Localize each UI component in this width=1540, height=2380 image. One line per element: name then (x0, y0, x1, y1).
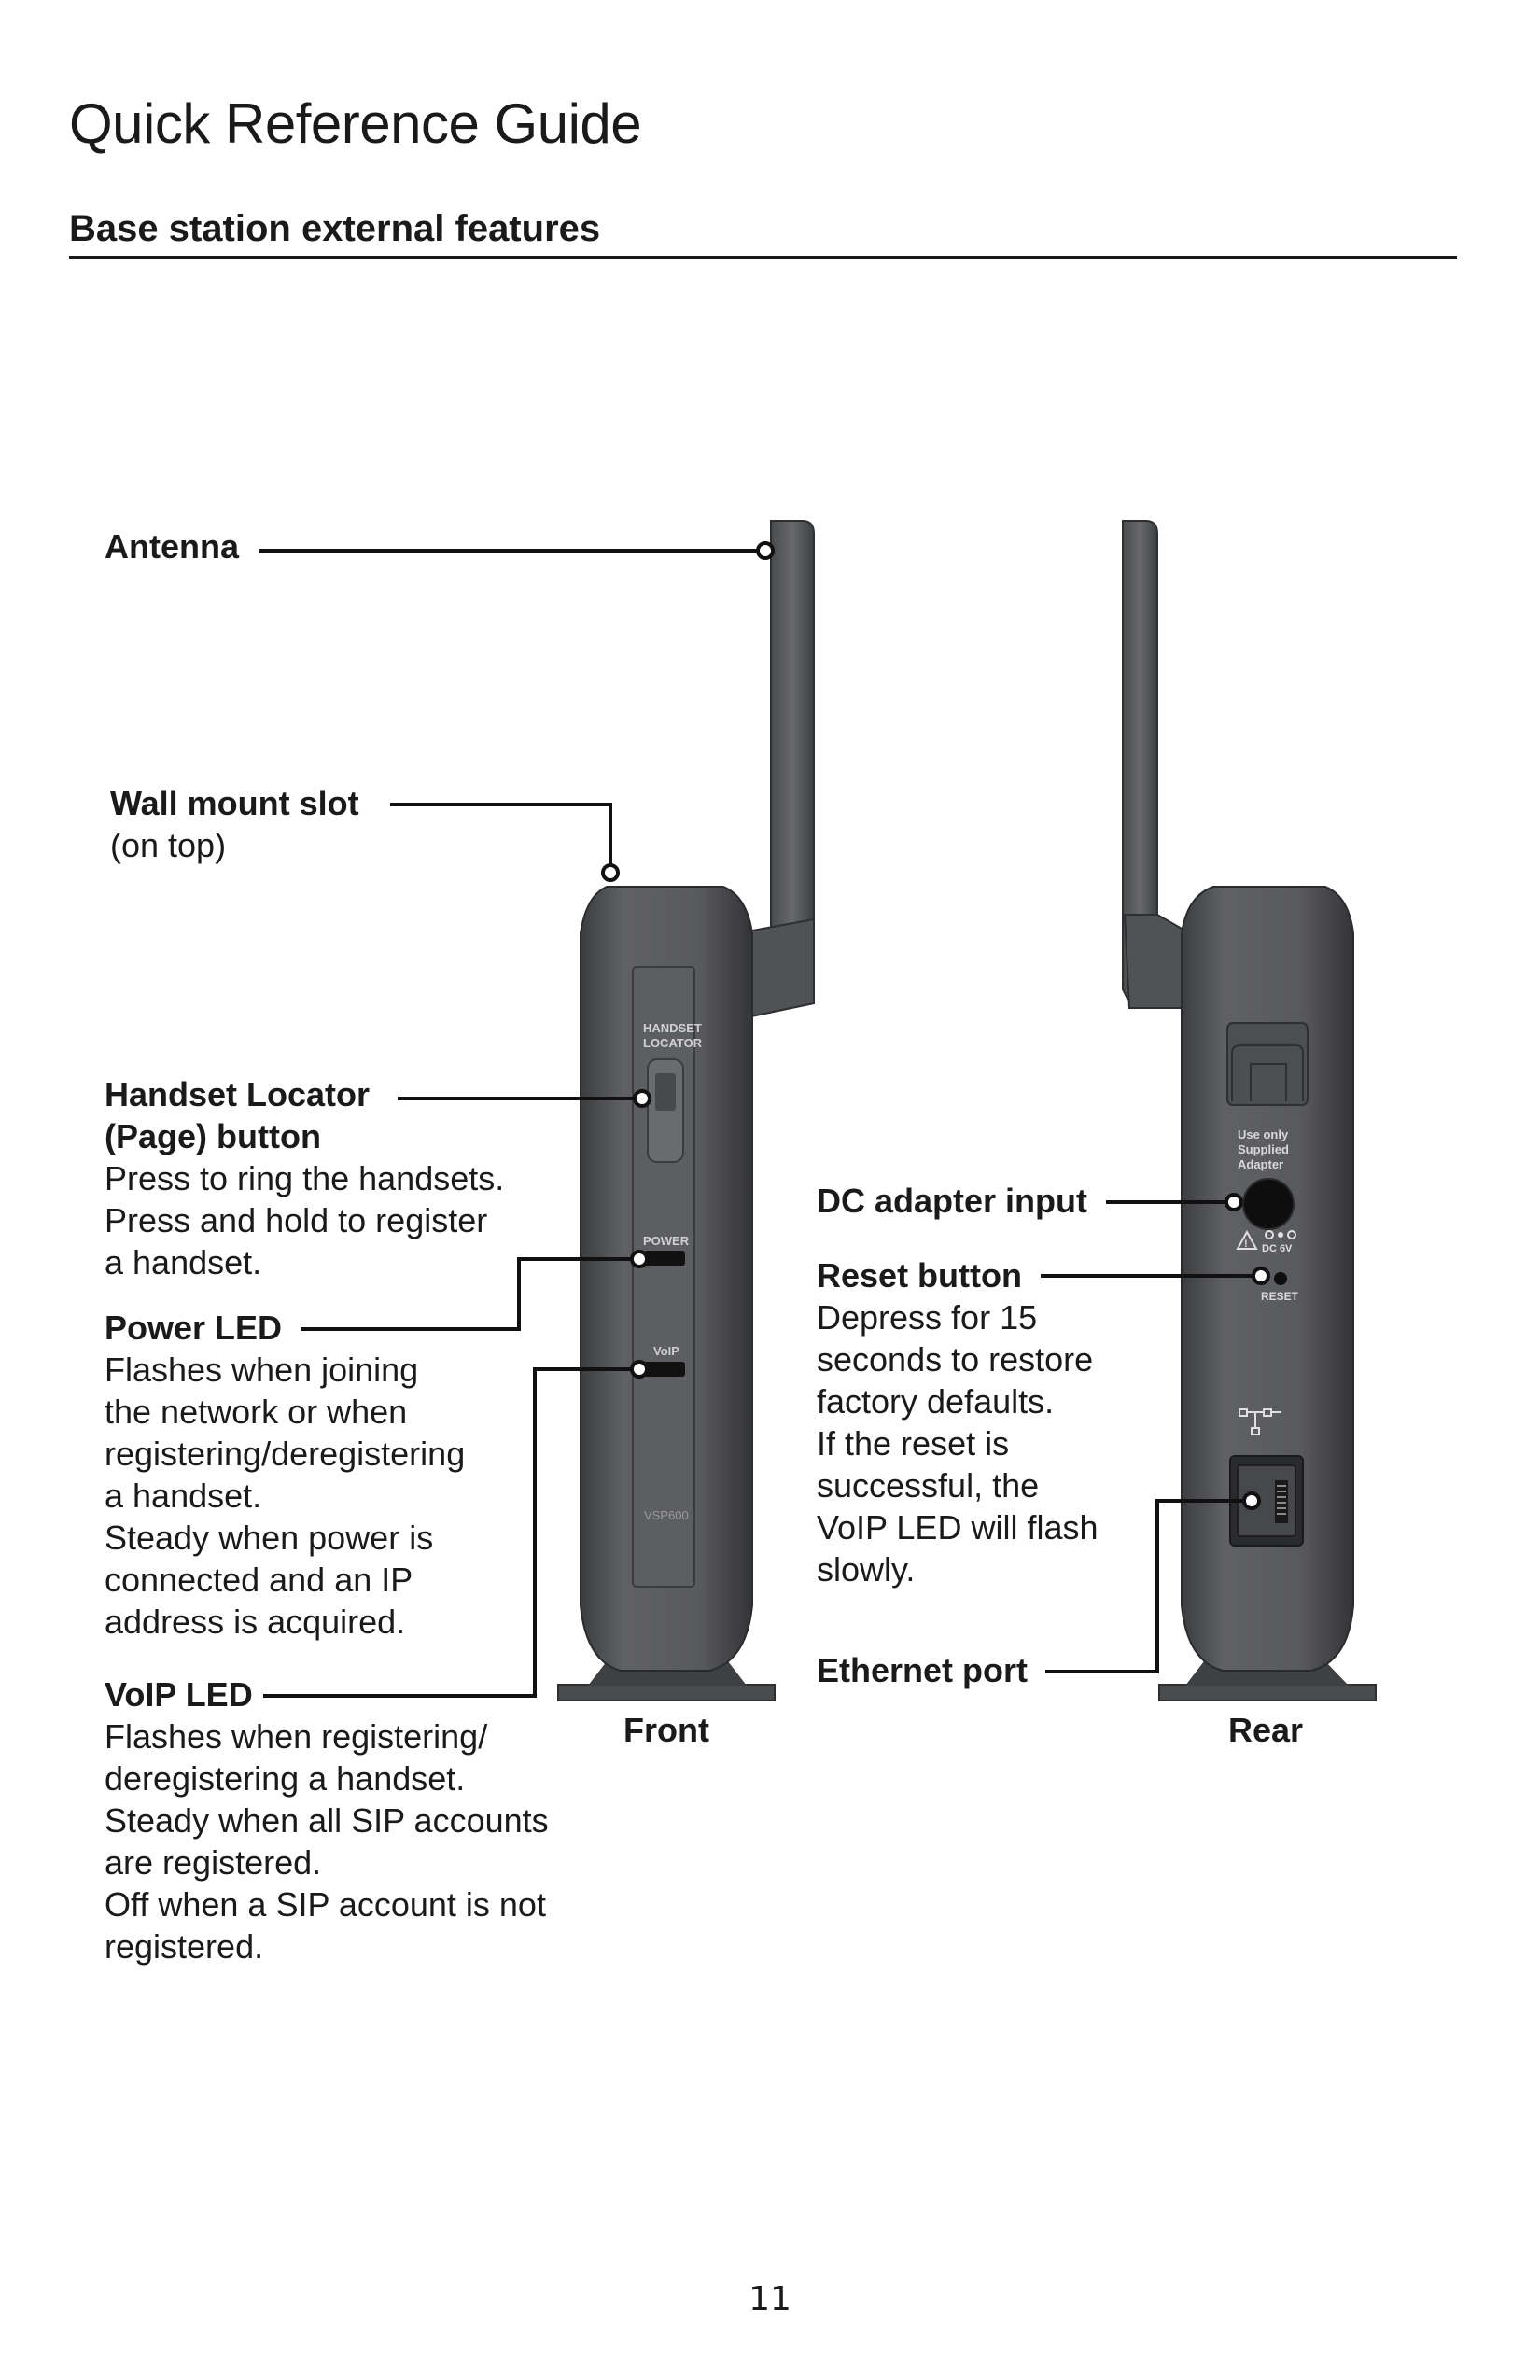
rear-view: Use only Supplied Adapter ! DC 6V RESET (1122, 520, 1377, 1701)
section-divider (69, 256, 1457, 259)
svg-text:!: ! (1244, 1239, 1248, 1250)
front-caption: Front (623, 1711, 709, 1749)
voip-led-description: Flashes when registering/ deregistering … (105, 1717, 549, 1966)
model-text: VSP600 (644, 1508, 689, 1522)
voip-led-callout (263, 1367, 632, 1698)
ethernet-port-label: Ethernet port (817, 1651, 1029, 1689)
reset-button-description: Depress for 15 seconds to restore factor… (817, 1298, 1099, 1589)
adapter-note-2: Supplied (1238, 1142, 1289, 1156)
reset-hole (1274, 1272, 1287, 1285)
voip-led (644, 1362, 685, 1377)
adapter-note-1: Use only (1238, 1127, 1289, 1141)
handset-locator-text-2: LOCATOR (643, 1036, 703, 1050)
section-heading: Base station external features (69, 208, 601, 249)
dc-rating-text: DC 6V (1262, 1243, 1293, 1254)
rear-stand (1158, 1684, 1377, 1701)
polarity-icon (1265, 1230, 1274, 1239)
power-led-callout (301, 1257, 632, 1331)
dc-adapter-jack (1242, 1178, 1295, 1230)
page-title: Quick Reference Guide (69, 92, 642, 155)
handset-locator-description: Press to ring the handsets. Press and ho… (105, 1159, 505, 1281)
reset-text: RESET (1261, 1290, 1299, 1303)
handset-locator-text-1: HANDSET (643, 1021, 702, 1035)
reset-button-label: Reset button (817, 1256, 1022, 1295)
front-view: HANDSET LOCATOR POWER VoIP VSP600 (557, 520, 815, 1701)
voip-text: VoIP (653, 1344, 679, 1358)
front-stand (557, 1684, 776, 1701)
power-text: POWER (643, 1234, 690, 1248)
network-icon (1239, 1408, 1281, 1435)
ethernet-port-callout (1045, 1499, 1244, 1673)
wall-mount-label: Wall mount slot (110, 784, 359, 822)
rear-caption: Rear (1228, 1711, 1304, 1749)
power-led-label: Power LED (105, 1309, 283, 1347)
warning-icon (1236, 1229, 1258, 1250)
wall-mount-description: (on top) (110, 826, 227, 864)
callout-lines (259, 541, 1270, 1698)
page-number: 11 (749, 2280, 791, 2318)
antenna-label: Antenna (105, 527, 239, 566)
handset-locator-label: Handset Locator (Page) button (105, 1075, 371, 1155)
wall-mount-callout (390, 803, 612, 865)
power-led (644, 1251, 685, 1266)
voip-led-label: VoIP LED (105, 1675, 253, 1714)
dc-adapter-label: DC adapter input (817, 1182, 1088, 1220)
adapter-note-3: Adapter (1238, 1157, 1283, 1171)
power-led-description: Flashes when joining the network or when… (105, 1351, 466, 1641)
